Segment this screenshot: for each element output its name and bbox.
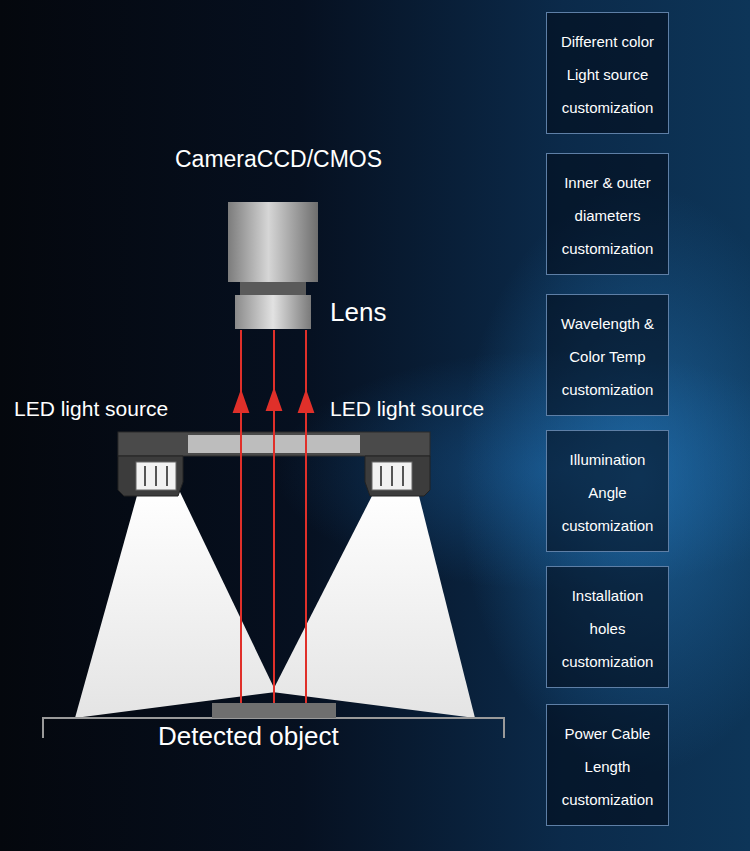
feature-box: Wavelength & Color Temp customization (546, 294, 669, 416)
feature-box: Different color Light source customizati… (546, 12, 669, 134)
lens-body (235, 295, 311, 329)
led-label: LED light source (330, 397, 484, 421)
base-tick (503, 718, 505, 738)
feature-text: Illumination Angle customization (553, 443, 662, 542)
feature-box: Installation holes customization (546, 566, 669, 688)
feature-box: Power Cable Length customization (546, 704, 669, 826)
lens-mount (240, 282, 306, 295)
feature-box: Inner & outer diameters customization (546, 153, 669, 275)
detected-object (212, 703, 336, 718)
feature-text: Different color Light source customizati… (553, 25, 662, 124)
led-module (372, 462, 412, 490)
light-cone (75, 492, 276, 718)
feature-box: Illumination Angle customization (546, 430, 669, 552)
ring-light-housing (118, 456, 183, 496)
light-rays (234, 330, 313, 703)
object-label: Detected object (158, 722, 339, 752)
base-tick (42, 718, 44, 738)
feature-text: Power Cable Length customization (553, 717, 662, 816)
ring-light-housing (365, 456, 430, 496)
camera-body (228, 202, 318, 282)
camera-label: CameraCCD/CMOS (175, 146, 382, 172)
feature-text: Wavelength & Color Temp customization (553, 307, 662, 406)
feature-text: Inner & outer diameters customization (553, 166, 662, 265)
lens-label: Lens (330, 298, 386, 328)
led-label: LED light source (14, 397, 168, 421)
light-cone (272, 492, 475, 718)
led-module (136, 462, 176, 490)
feature-text: Installation holes customization (553, 579, 662, 678)
